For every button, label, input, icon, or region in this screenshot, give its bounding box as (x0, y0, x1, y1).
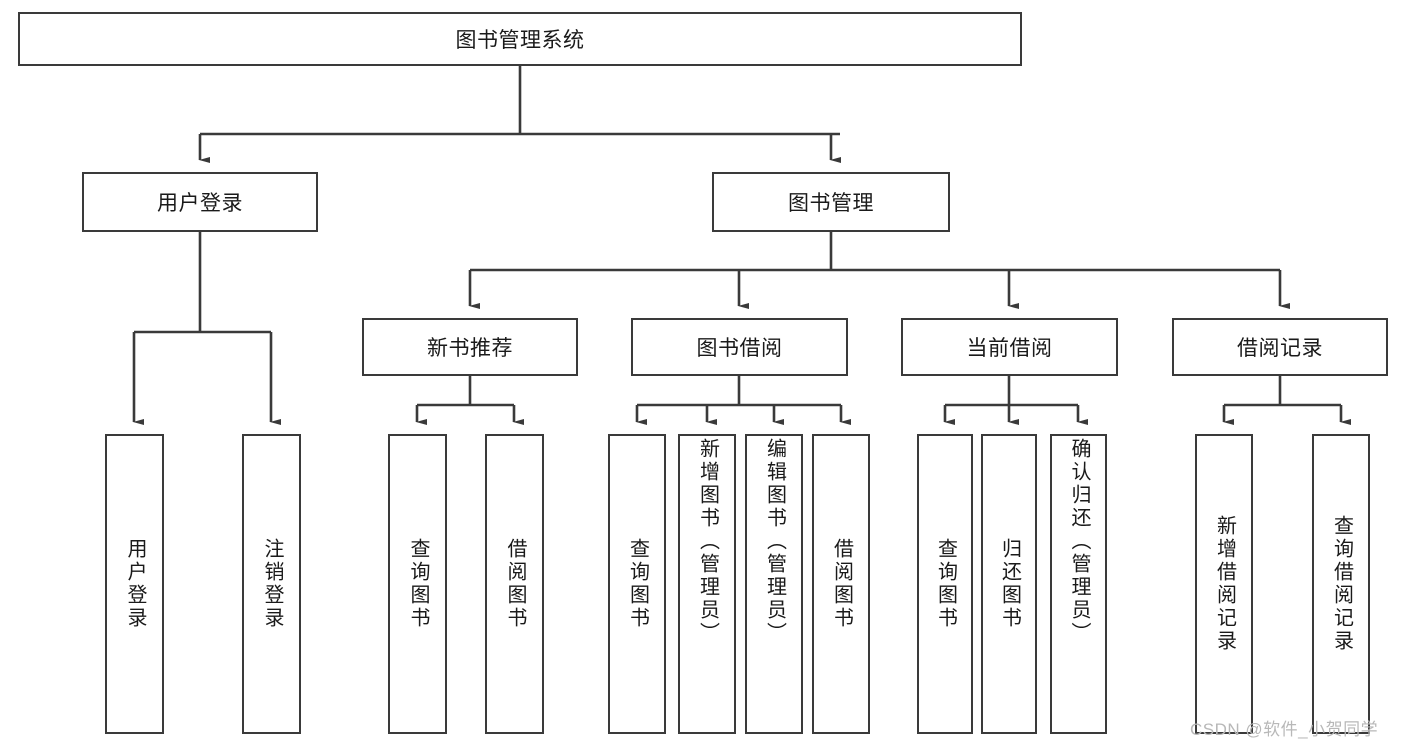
leaf-label: 新增图书（管理员） (696, 438, 719, 645)
leaf-label: 查询图书 (934, 538, 957, 630)
leaf-user-login[interactable]: 用户登录 (105, 434, 164, 734)
leaf-label: 查询借阅记录 (1330, 515, 1353, 653)
node-borrow-record-label: 借阅记录 (1237, 337, 1323, 360)
node-root[interactable]: 图书管理系统 (18, 12, 1022, 66)
leaf-query-books-current[interactable]: 查询图书 (917, 434, 973, 734)
leaf-add-borrow-record[interactable]: 新增借阅记录 (1195, 434, 1253, 734)
leaf-label: 注销登录 (261, 538, 283, 630)
leaf-label: 查询图书 (407, 538, 429, 630)
node-user-login-label: 用户登录 (157, 192, 243, 215)
node-root-label: 图书管理系统 (455, 29, 585, 52)
node-book-management-label: 图书管理 (788, 192, 874, 215)
leaf-return-book[interactable]: 归还图书 (981, 434, 1037, 734)
node-current-borrow-label: 当前借阅 (966, 337, 1053, 360)
node-user-login[interactable]: 用户登录 (82, 172, 318, 232)
leaf-query-books-recommend[interactable]: 查询图书 (388, 434, 447, 734)
leaf-label: 用户登录 (124, 538, 146, 630)
leaf-label: 确认归还（管理员） (1068, 438, 1090, 645)
leaf-label: 归还图书 (998, 538, 1021, 630)
leaf-query-borrow-record[interactable]: 查询借阅记录 (1312, 434, 1370, 734)
watermark: CSDN @软件_小贺同学 (1190, 720, 1379, 739)
node-borrow-record[interactable]: 借阅记录 (1172, 318, 1388, 376)
leaf-user-logout[interactable]: 注销登录 (242, 434, 301, 734)
node-new-book-recommend[interactable]: 新书推荐 (362, 318, 578, 376)
leaf-label: 借阅图书 (504, 538, 526, 630)
node-new-book-recommend-label: 新书推荐 (427, 337, 513, 360)
node-current-borrow[interactable]: 当前借阅 (901, 318, 1118, 376)
node-book-borrow-label: 图书借阅 (696, 337, 783, 360)
leaf-borrow-books-recommend[interactable]: 借阅图书 (485, 434, 544, 734)
leaf-label: 新增借阅记录 (1213, 515, 1236, 653)
leaf-query-books-borrow[interactable]: 查询图书 (608, 434, 666, 734)
leaf-label: 借阅图书 (830, 538, 853, 630)
leaf-add-book-admin[interactable]: 新增图书（管理员） (678, 434, 736, 734)
leaf-borrow-book[interactable]: 借阅图书 (812, 434, 870, 734)
leaf-label: 查询图书 (626, 538, 649, 630)
leaf-edit-book-admin[interactable]: 编辑图书（管理员） (745, 434, 803, 734)
node-book-management[interactable]: 图书管理 (712, 172, 950, 232)
node-book-borrow[interactable]: 图书借阅 (631, 318, 848, 376)
leaf-confirm-return-admin[interactable]: 确认归还（管理员） (1050, 434, 1107, 734)
leaf-label: 编辑图书（管理员） (763, 438, 786, 645)
